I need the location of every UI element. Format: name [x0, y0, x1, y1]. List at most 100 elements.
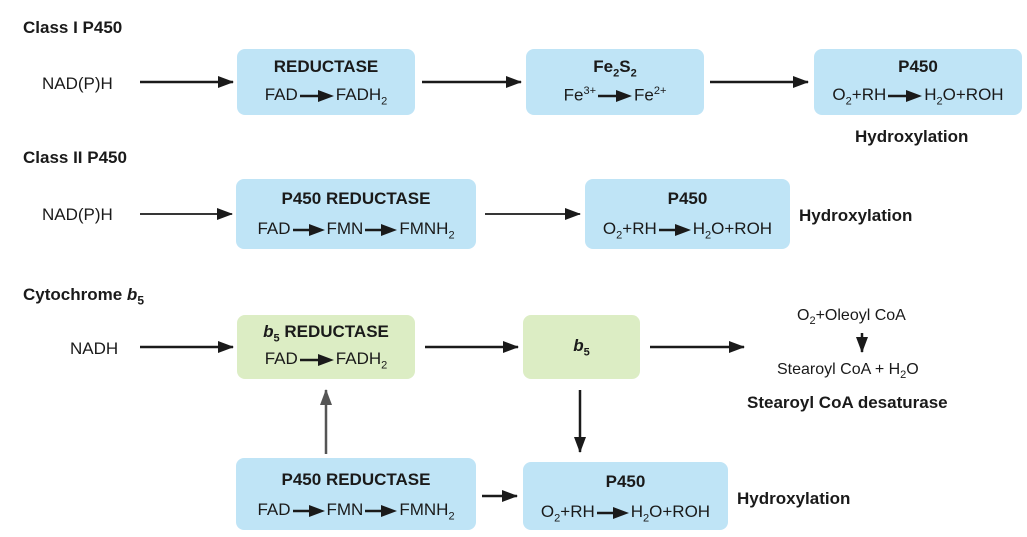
fad-label: FAD: [264, 85, 298, 104]
h2o-label: H: [630, 502, 644, 521]
cytb5-heading-b: b: [126, 285, 138, 304]
desat-h2o-o: O: [906, 361, 919, 378]
class1-outcome: Hydroxylation: [855, 127, 969, 146]
fad-label: FAD: [257, 500, 291, 519]
desat-product: Stearoyl CoA + H2O: [777, 361, 919, 381]
class1-p450-title: P450: [898, 57, 938, 76]
rh-label: +RH: [560, 502, 595, 521]
rh-label: +RH: [622, 219, 657, 238]
b5-b: b: [263, 322, 274, 341]
reaction-arrow-icon: [292, 223, 325, 236]
rh-label: +RH: [851, 85, 887, 104]
h2o-subscript: 2: [936, 95, 943, 108]
fe2-label: Fe: [634, 85, 654, 105]
class1-heading: Class I P450: [23, 18, 123, 37]
cytb5-heading: Cytochrome b5: [23, 285, 144, 307]
b5-reductase-reaction: FAD FADH2: [237, 349, 415, 371]
b5-box-subscript: 5: [583, 346, 590, 359]
class1-reductase-title: REDUCTASE: [273, 57, 379, 76]
class1-fes-box: Fe2S2 Fe3+Fe2+: [526, 49, 704, 115]
fe3-superscript: 3+: [583, 85, 596, 97]
b5-reductase-title: b5 REDUCTASE: [237, 322, 415, 344]
b5-reductase-label: REDUCTASE: [279, 322, 389, 341]
class1-reductase-reaction: FAD FADH2: [237, 85, 415, 107]
class2-source: NAD(P)H: [42, 205, 113, 224]
class2-heading: Class II P450: [23, 148, 127, 167]
s-subscript: 2: [630, 67, 637, 80]
fad-label: FAD: [264, 349, 298, 368]
class1-fes-title: Fe2S2: [526, 57, 704, 79]
fad-label: FAD: [257, 219, 291, 238]
class2-reductase-box: P450 REDUCTASE FAD FMN FMNH2: [236, 179, 476, 249]
o2-subscript: 2: [554, 512, 561, 525]
class2-p450-title: P450: [667, 189, 708, 208]
o2-label: O: [602, 219, 617, 238]
s-label: S: [619, 57, 631, 76]
fadh-label: FADH: [335, 349, 382, 368]
reaction-arrow-icon: [598, 90, 632, 103]
cytb5-p450-title: P450: [605, 472, 646, 491]
class1-source: NAD(P)H: [42, 74, 113, 93]
reaction-arrow-icon: [292, 504, 325, 517]
fmnh-label: FMNH: [399, 219, 449, 238]
b5-title: b5: [523, 336, 640, 358]
cytb5-reductase-title: P450 REDUCTASE: [281, 470, 431, 489]
fmn-label: FMN: [326, 500, 364, 519]
desat-enzyme-name: Stearoyl CoA desaturase: [747, 393, 948, 412]
class1-fe-reaction: Fe3+Fe2+: [526, 85, 704, 106]
fe-label: Fe: [593, 57, 614, 76]
fe2-superscript: 2+: [653, 85, 667, 97]
desat-o2-label: O: [797, 307, 810, 324]
reaction-arrow-icon: [596, 506, 629, 519]
fe-subscript: 2: [613, 67, 620, 80]
fadh-subscript: 2: [381, 359, 388, 372]
fmnh-subscript: 2: [448, 510, 455, 523]
h2o-subscript: 2: [705, 229, 712, 242]
desat-o2-subscript: 2: [809, 315, 816, 328]
cytb5-outcome: Hydroxylation: [737, 489, 851, 508]
cytb5-source: NADH: [70, 339, 119, 358]
roh-label: O+ROH: [942, 85, 1004, 104]
fe3-label: Fe: [563, 85, 584, 105]
reaction-arrow-icon: [365, 504, 398, 517]
b5-box: b5: [523, 315, 640, 379]
b5-subscript: 5: [273, 332, 280, 345]
b5-reductase-box: b5 REDUCTASE FAD FADH2: [237, 315, 415, 379]
cytb5-heading-subscript: 5: [137, 293, 144, 308]
o2-label: O: [540, 502, 555, 521]
class1-reductase-box: REDUCTASE FAD FADH2: [237, 49, 415, 115]
fmn-label: FMN: [326, 219, 364, 238]
roh-label: O+ROH: [649, 502, 711, 521]
fadh-label: FADH: [335, 85, 382, 104]
class2-reductase-title: P450 REDUCTASE: [281, 189, 431, 208]
cytb5-heading-text: Cytochrome: [23, 285, 127, 304]
reaction-arrow-icon: [299, 89, 334, 102]
reaction-arrow-icon: [299, 353, 334, 366]
h2o-subscript: 2: [643, 512, 650, 525]
reaction-arrow-icon: [658, 223, 691, 236]
class2-reductase-reaction: FAD FMN FMNH2: [236, 219, 476, 241]
o2-label: O: [832, 85, 846, 104]
class2-outcome: Hydroxylation: [799, 206, 913, 225]
fmnh-subscript: 2: [448, 229, 455, 242]
roh-label: O+ROH: [711, 219, 773, 238]
fadh-subscript: 2: [381, 95, 388, 108]
o2-subscript: 2: [616, 229, 623, 242]
stearoyl-coa-label: Stearoyl CoA + H: [777, 361, 901, 378]
oleoyl-coa-label: +Oleoyl CoA: [815, 307, 906, 324]
desat-substrate: O2+Oleoyl CoA: [797, 307, 906, 327]
b5-box-b: b: [573, 336, 584, 355]
h2o-label: H: [692, 219, 706, 238]
o2-subscript: 2: [845, 95, 852, 108]
desat-h2o-subscript: 2: [900, 369, 907, 382]
h2o-label: H: [924, 85, 937, 104]
